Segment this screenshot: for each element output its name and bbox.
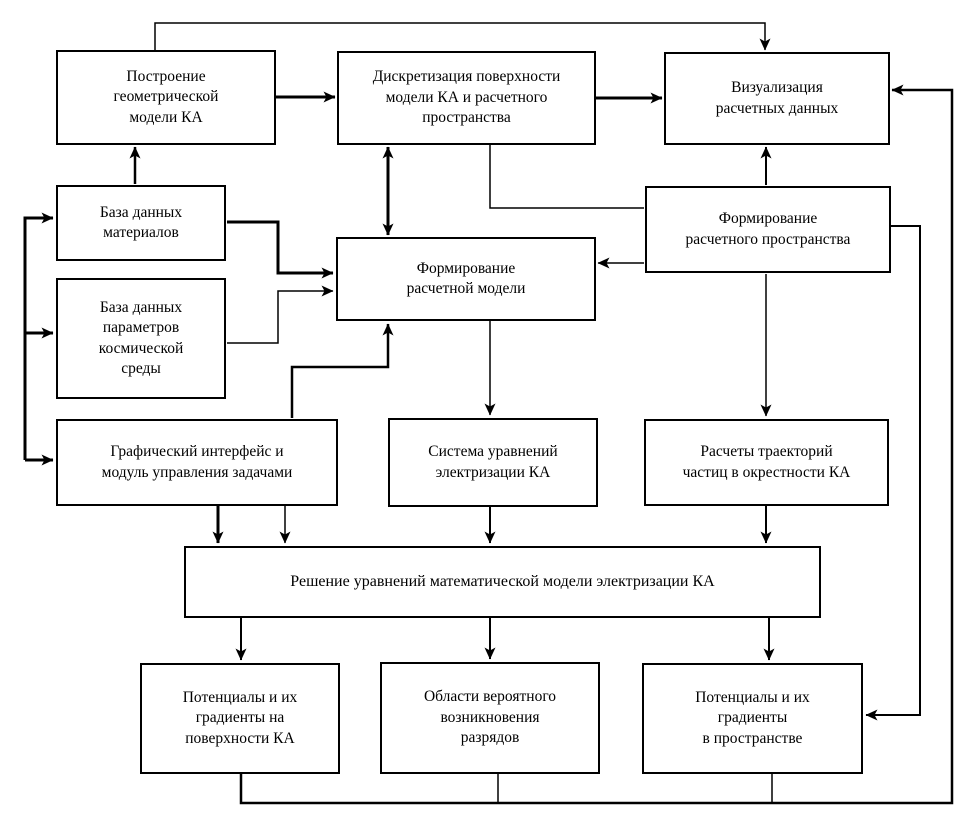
node-comp-model-formation: Формирование расчетной модели [336,237,596,321]
node-particle-trajectories: Расчеты траекторий частиц в окрестности … [644,419,889,506]
edge-results-bus-to-visualization [239,84,954,805]
node-gui-task-manager: Графический интерфейс и модуль управлени… [56,419,338,506]
edge-discretization-to-compspace [489,145,644,209]
node-visualization: Визуализация расчетных данных [664,52,890,145]
node-geometry-model: Построение геометрической модели КА [56,50,276,145]
edge-geometry-to-visualization [154,22,771,51]
node-charging-equations: Система уравнений электризации КА [388,418,598,507]
node-discharge-areas: Области вероятного возникновения разрядо… [380,662,600,774]
node-discretization: Дискретизация поверхности модели КА и ра… [337,51,596,145]
node-space-potentials: Потенциалы и их градиенты в пространстве [642,663,863,774]
node-equation-solver: Решение уравнений математической модели … [184,546,821,618]
node-space-env-db: База данных параметров космической среды [56,278,226,399]
node-materials-db: База данных материалов [56,185,226,261]
edge-compspace-to-spacepotentials [865,225,921,721]
node-comp-space-formation: Формирование расчетного пространства [645,186,891,273]
edge-gui-to-compmodel [290,323,394,418]
node-surface-potentials: Потенциалы и их градиенты на поверхности… [140,663,340,774]
edge-leftbus-to-materialsdb [23,212,54,460]
edge-materialsdb-to-compmodel [227,220,334,279]
edge-spaceenvdb-to-compmodel [227,285,334,344]
